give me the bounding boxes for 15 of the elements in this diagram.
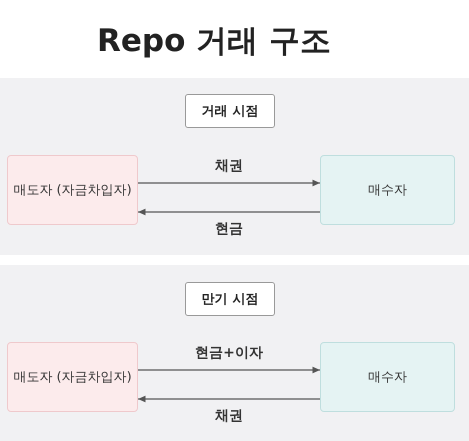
arrow xyxy=(138,180,320,186)
arrow xyxy=(138,396,320,402)
time-label-box: 만기 시점 xyxy=(185,282,275,316)
edge-label: 채권 xyxy=(215,407,243,425)
arrow xyxy=(138,366,320,374)
time-label-box: 거래 시점 xyxy=(185,94,275,128)
edge-label: 현금 xyxy=(215,220,243,238)
edge-label: 채권 xyxy=(215,157,243,175)
edge-label: 현금+이자 xyxy=(195,344,263,362)
title: Repo 거래 구조 xyxy=(97,22,331,61)
seller-box: 매도자 (자금차입자) xyxy=(7,342,138,412)
buyer-box: 매수자 xyxy=(320,342,455,412)
arrow xyxy=(138,208,320,216)
seller-box: 매도자 (자금차입자) xyxy=(7,155,138,225)
buyer-box: 매수자 xyxy=(320,155,455,225)
